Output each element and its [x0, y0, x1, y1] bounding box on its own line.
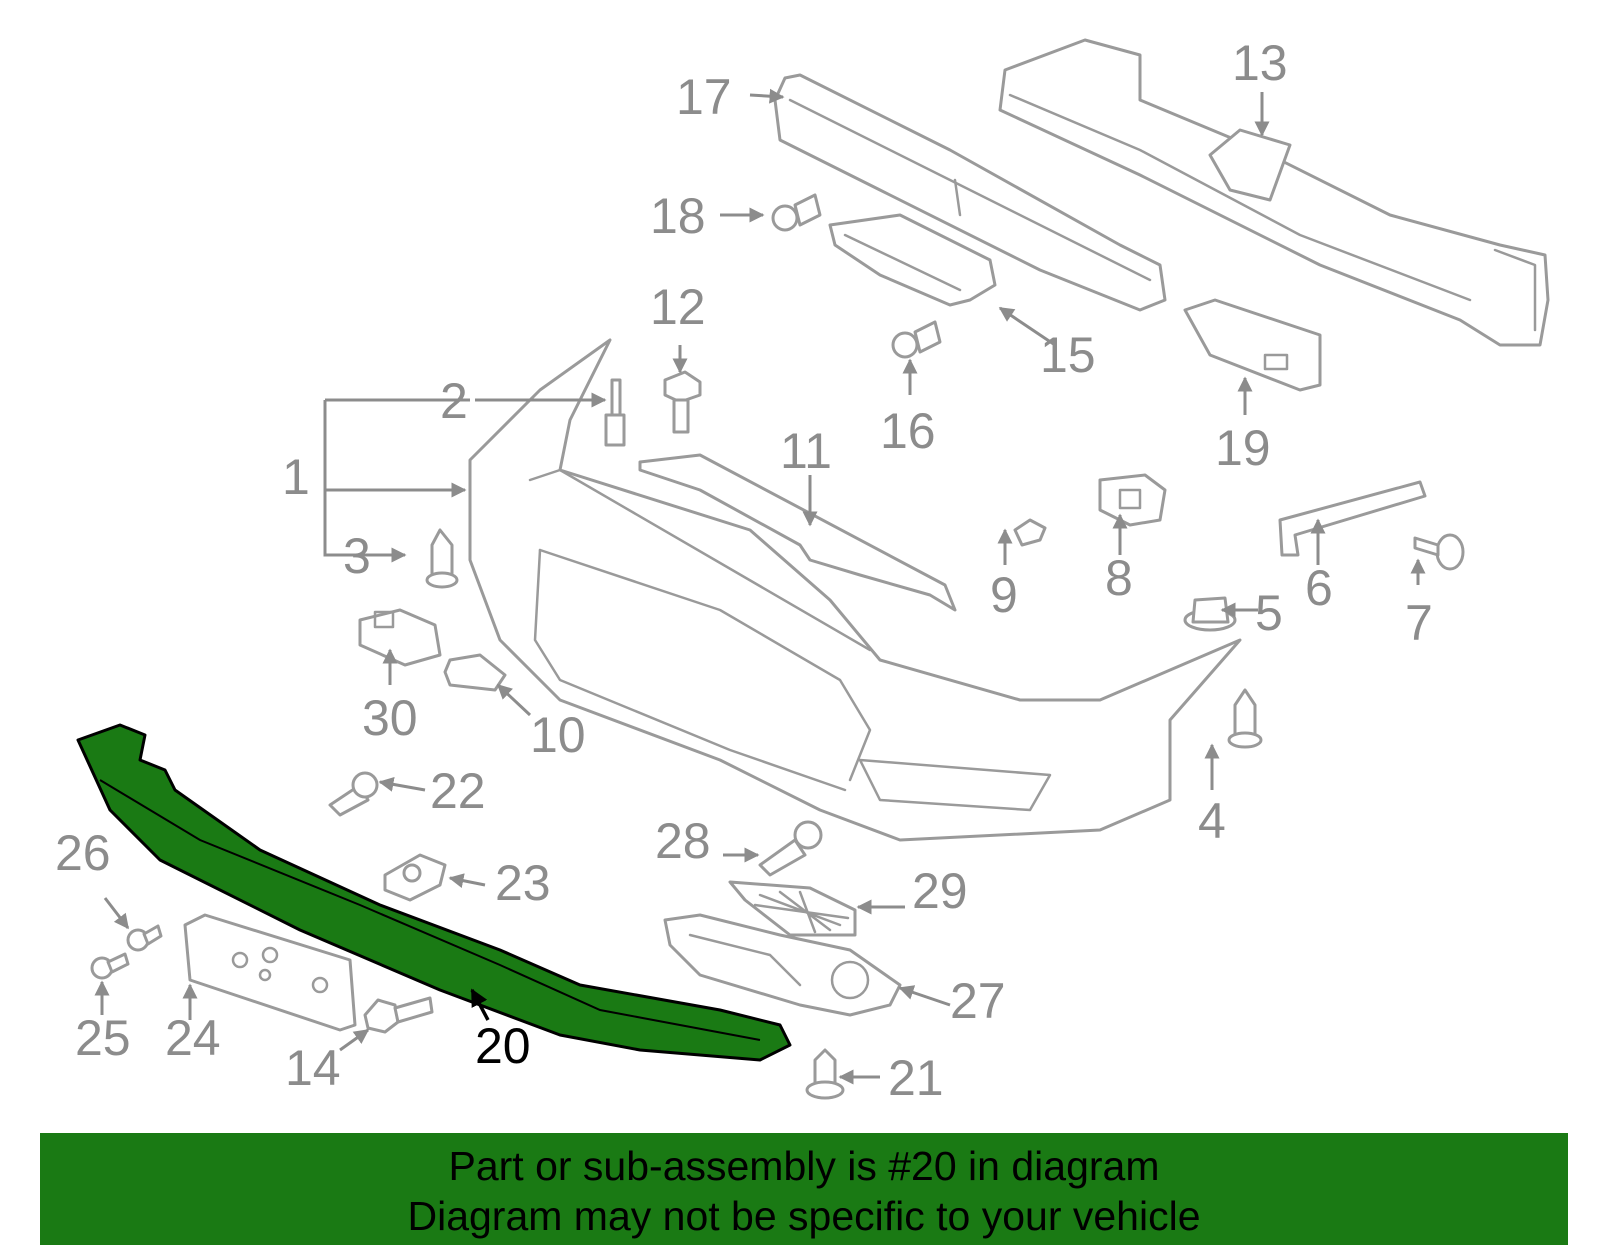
part-27-fog-bezel[interactable]: [663, 913, 902, 1017]
part-2-pin[interactable]: [604, 378, 626, 447]
part-17-absorber[interactable]: [773, 73, 1167, 312]
part-25-screw[interactable]: [90, 952, 130, 980]
callout-26: 26: [55, 825, 111, 881]
part-26-screw[interactable]: [126, 924, 163, 952]
part-6-trim-strip[interactable]: [1278, 480, 1427, 557]
callout-19: 19: [1215, 420, 1271, 476]
callout-23: 23: [495, 855, 551, 911]
callout-29: 29: [912, 863, 968, 919]
callout-27: 27: [950, 973, 1006, 1029]
part-9-pin[interactable]: [1013, 518, 1047, 547]
callout-8: 8: [1105, 550, 1133, 606]
part-1-bumper-cover[interactable]: [468, 338, 1242, 842]
callout-21: 21: [888, 1050, 944, 1106]
part-20-lower-deflector[interactable]: [76, 723, 792, 1062]
part-29-grille[interactable]: [728, 880, 857, 937]
part-14-bolt[interactable]: [363, 996, 434, 1034]
part-8-bracket[interactable]: [1098, 473, 1167, 527]
part-24-plate-bracket[interactable]: [183, 913, 357, 1032]
parts-diagram: 17 18 13 15 16 19 12 2 1 3 11 9 8 5 6 7 …: [55, 35, 1550, 1106]
callout-16: 16: [880, 403, 936, 459]
callout-1: 1: [282, 449, 310, 505]
part-13-reinforcement-beam[interactable]: [998, 38, 1550, 347]
info-banner: Part or sub-assembly is #20 in diagram D…: [40, 1133, 1568, 1245]
callout-13: 13: [1232, 35, 1288, 91]
banner-line-disclaimer: Diagram may not be specific to your vehi…: [407, 1193, 1201, 1239]
part-4-clip[interactable]: [1227, 688, 1263, 749]
part-23-nut[interactable]: [383, 853, 447, 902]
callout-4: 4: [1198, 793, 1226, 849]
part-18-clip[interactable]: [771, 193, 822, 232]
callout-30: 30: [362, 690, 418, 746]
part-7-clip[interactable]: [1413, 533, 1465, 571]
callout-18: 18: [650, 188, 706, 244]
callout-6: 6: [1305, 560, 1333, 616]
callout-2: 2: [440, 373, 468, 429]
part-15-bracket[interactable]: [828, 213, 997, 307]
callout-14: 14: [285, 1040, 341, 1096]
part-19-bracket[interactable]: [1183, 298, 1322, 392]
callout-5: 5: [1255, 585, 1283, 641]
part-12-bolt[interactable]: [663, 370, 702, 434]
part-22-screw[interactable]: [328, 771, 379, 817]
part-11-support[interactable]: [638, 453, 957, 612]
leader-lines: [94, 88, 1426, 1085]
callout-28: 28: [655, 813, 711, 869]
part-16-clip[interactable]: [891, 320, 942, 359]
part-30-bracket[interactable]: [358, 608, 442, 667]
part-5-nut[interactable]: [1183, 596, 1237, 632]
part-28-screw[interactable]: [758, 820, 823, 877]
callout-12: 12: [650, 279, 706, 335]
callout-20: 20: [475, 1018, 531, 1074]
callout-10: 10: [530, 707, 586, 763]
callout-25: 25: [75, 1010, 131, 1066]
callout-7: 7: [1405, 595, 1433, 651]
callout-22: 22: [430, 763, 486, 819]
part-21-clip[interactable]: [805, 1048, 845, 1100]
callout-labels: 17 18 13 15 16 19 12 2 1 3 11 9 8 5 6 7 …: [55, 35, 1433, 1106]
banner-line-part: Part or sub-assembly is #20 in diagram: [448, 1143, 1160, 1189]
callout-11: 11: [780, 423, 832, 479]
part-10-clip[interactable]: [443, 653, 507, 692]
callout-24: 24: [165, 1010, 221, 1066]
callout-15: 15: [1040, 327, 1096, 383]
part-3-clip[interactable]: [425, 528, 459, 589]
callout-3: 3: [343, 528, 371, 584]
callout-17: 17: [676, 69, 732, 125]
callout-9: 9: [990, 567, 1018, 623]
